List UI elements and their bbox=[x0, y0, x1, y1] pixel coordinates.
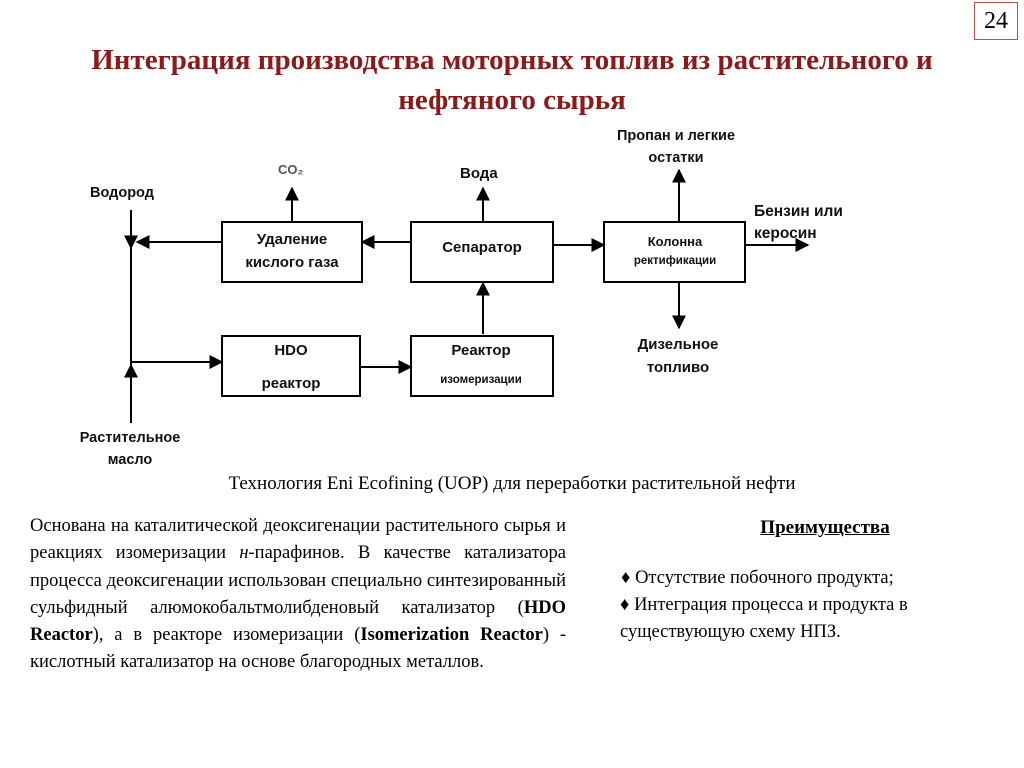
slide-title-line-1: Интеграция производства моторных топлив … bbox=[91, 44, 933, 76]
advantage-item: ♦ Отсутствие побочного продукта; bbox=[621, 568, 894, 588]
veg-oil-label-line-1: Растительное bbox=[80, 430, 181, 446]
water-label: Вода bbox=[460, 165, 498, 182]
diesel-label-line-2: топливо bbox=[647, 359, 709, 376]
gasoline-label-line-2: керосин bbox=[754, 225, 817, 242]
description-hdo-reactor: HDO Reactor bbox=[30, 597, 566, 646]
acid-gas-box-line-1: Удаление bbox=[257, 231, 328, 248]
page-number: 24 bbox=[974, 2, 1018, 40]
slide-title-line-2: нефтяного сырья bbox=[398, 84, 626, 116]
hdo-reactor-box bbox=[221, 335, 361, 397]
distillation-column-box bbox=[603, 221, 746, 283]
hdo-box-line-2: реактор bbox=[262, 375, 321, 392]
description-part-4: ) - кислотный катализатор на основе благ… bbox=[30, 625, 567, 673]
description-part-3: ), а в реакторе изомеризации ( bbox=[92, 625, 361, 646]
diesel-label-line-1: Дизельное bbox=[638, 336, 719, 353]
diagram-caption: Технология Eni Ecofining (UOP) для перер… bbox=[228, 473, 796, 494]
hydrogen-label: Водород bbox=[90, 185, 154, 201]
description-part-1: Основана на каталитической деоксигенации… bbox=[30, 516, 566, 564]
technology-description: Основана на каталитической деоксигенации… bbox=[30, 513, 566, 677]
description-part-2: -парафинов. В качестве катализатора проц… bbox=[30, 543, 567, 618]
isom-box-line-1: Реактор bbox=[451, 342, 510, 359]
propane-label-line-2: остатки bbox=[648, 150, 703, 166]
hdo-box-line-1: HDO bbox=[274, 342, 308, 359]
column-box-line-1: Колонна bbox=[648, 234, 703, 249]
slide-title: Интеграция производства моторных топлив … bbox=[10, 40, 1014, 120]
description-isomerization-reactor: Isomerization Reactor bbox=[360, 625, 543, 646]
propane-label-line-1: Пропан и легкие bbox=[617, 128, 735, 144]
isomerization-reactor-box bbox=[410, 335, 554, 397]
advantages-list: ♦ Отсутствие побочного продукта; ♦ Интег… bbox=[620, 565, 1000, 646]
gasoline-label-line-1: Бензин или bbox=[754, 203, 843, 220]
isom-box-line-2: изомеризации bbox=[440, 374, 522, 386]
advantages-heading: Преимущества bbox=[760, 517, 890, 538]
veg-oil-label-line-2: масло bbox=[108, 452, 153, 468]
separator-box-label: Сепаратор bbox=[442, 239, 522, 256]
acid-gas-box-line-2: кислого газа bbox=[245, 254, 339, 271]
description-n-italic: н bbox=[239, 543, 249, 564]
column-box-line-2: ректификации bbox=[634, 255, 716, 267]
co2-label: CO₂ bbox=[278, 162, 304, 177]
separator-box bbox=[410, 221, 554, 283]
process-flow-diagram: Удаление кислого газа Сепаратор Колонна … bbox=[80, 128, 843, 468]
advantage-item: ♦ Интеграция процесса и продукта в сущес… bbox=[620, 595, 908, 642]
acid-gas-removal-box bbox=[221, 221, 363, 283]
